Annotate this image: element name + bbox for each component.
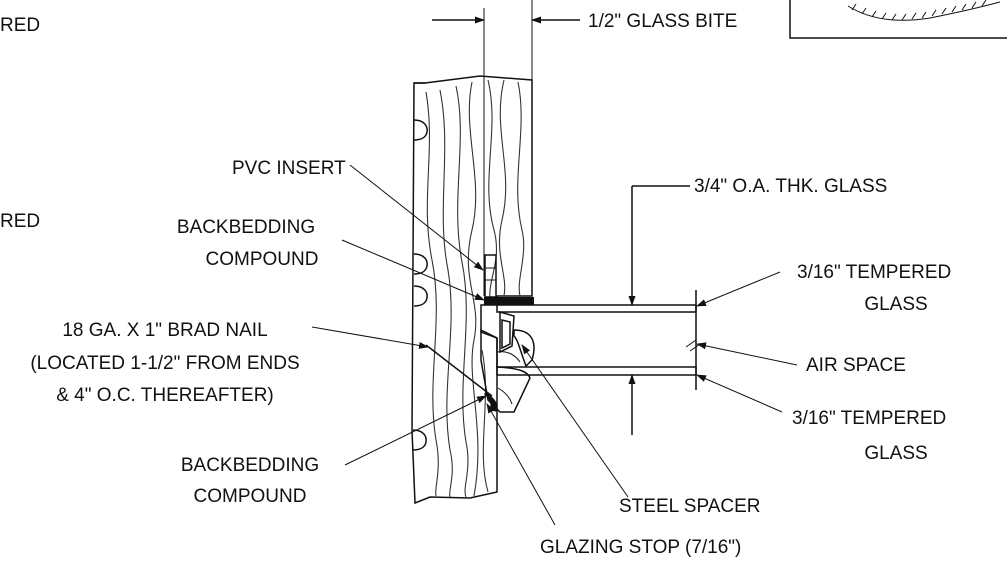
brad-nail xyxy=(425,344,493,397)
label-oa-glass: 3/4" O.A. THK. GLASS xyxy=(694,176,887,197)
label-backbedding-top-2: COMPOUND xyxy=(206,249,319,270)
label-brad-1: 18 GA. X 1" BRAD NAIL xyxy=(62,320,267,341)
label-tempered-bot-2: GLASS xyxy=(864,443,927,464)
label-glazing-stop: GLAZING STOP (7/16") xyxy=(540,537,741,558)
label-glass-bite: 1/2" GLASS BITE xyxy=(588,11,737,32)
label-steel-spacer: STEEL SPACER xyxy=(619,496,761,517)
leader-lines xyxy=(311,164,798,526)
glass-bite-dimension xyxy=(432,0,580,296)
label-brad-3: & 4" O.C. THEREAFTER) xyxy=(56,385,274,406)
label-tempered-top-2: GLASS xyxy=(864,294,927,315)
oa-thickness-dimension xyxy=(628,185,690,435)
label-backbedding-top-1: BACKBEDDING xyxy=(177,217,315,238)
glazing-stop xyxy=(480,328,531,413)
label-tempered-top-1: 3/16" TEMPERED xyxy=(797,262,951,283)
label-brad-2: (LOCATED 1-1/2" FROM ENDS xyxy=(30,353,299,374)
detail-callout-box xyxy=(789,0,1007,39)
callout-labels: RED RED 1/2" GLASS BITE PVC INSERT BACKB… xyxy=(0,11,951,558)
label-pvc-insert: PVC INSERT xyxy=(232,158,346,179)
label-backbedding-bot-2: COMPOUND xyxy=(194,486,307,507)
wood-sash-member xyxy=(411,75,533,505)
label-backbedding-bot-1: BACKBEDDING xyxy=(181,455,319,476)
label-tempered-bot-1: 3/16" TEMPERED xyxy=(792,408,946,429)
label-air-space: AIR SPACE xyxy=(806,355,906,376)
label-edge-top: RED xyxy=(0,15,40,36)
label-edge-mid: RED xyxy=(0,211,40,232)
